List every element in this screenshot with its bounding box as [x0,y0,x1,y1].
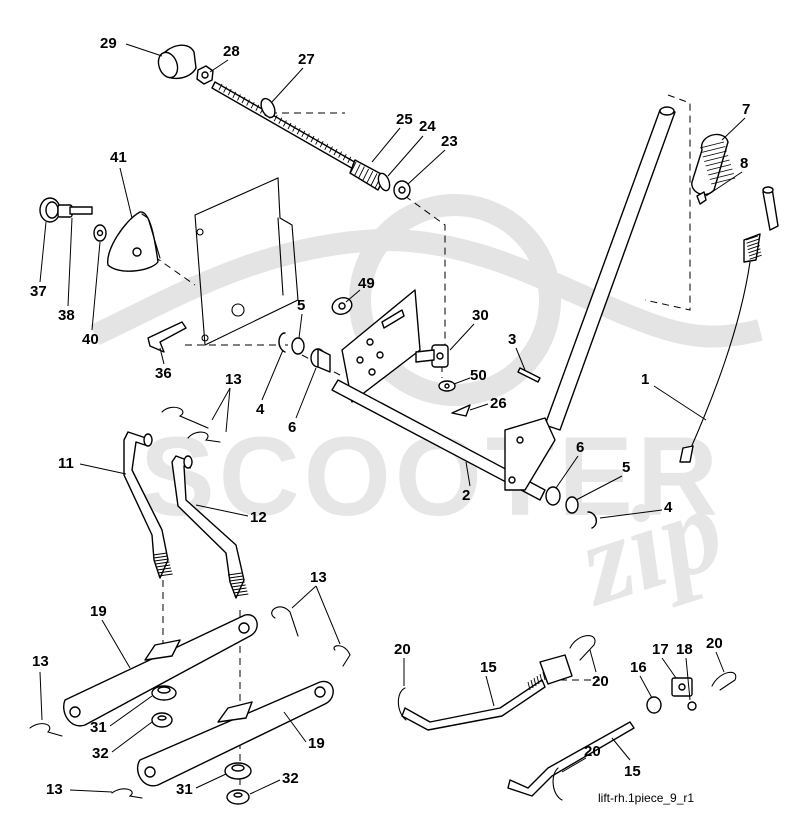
callout-8: 8 [740,155,748,172]
bolt-38 [57,204,93,218]
callout-31-upper: 31 [90,719,107,736]
clip-4-left [278,332,286,353]
spacer-6-right [545,486,561,506]
pin-3 [517,367,541,383]
callout-2: 2 [462,487,470,504]
threaded-rod-27 [211,81,366,175]
callout-25: 25 [396,111,413,128]
clip-4-right [587,511,598,529]
callout-19-lower: 19 [308,735,325,752]
trunnion-30 [415,344,449,368]
callout-19-upper: 19 [90,603,107,620]
callout-15-lower: 15 [624,763,641,780]
callout-23: 23 [441,133,458,150]
callout-20-d: 20 [584,743,601,760]
callout-37: 37 [30,283,47,300]
callout-1: 1 [641,371,649,388]
callout-13-right: 13 [310,569,327,586]
clip-36 [147,321,187,353]
lift-arm-19-lower [136,680,334,787]
callout-6-left: 6 [288,419,296,436]
hairpin-clips-20 [397,635,737,801]
callout-13-left: 13 [32,653,49,670]
callout-7: 7 [742,101,750,118]
callout-40: 40 [82,331,99,348]
lift-link-11 [123,431,169,579]
watermark: SCOOTER zip [90,194,763,631]
callout-15-upper: 15 [480,659,497,676]
lift-link-12 [171,455,245,599]
callout-11: 11 [58,455,74,472]
hairpin-clips-13-arms [29,606,351,799]
callout-24: 24 [419,118,436,135]
lift-arm-19-upper [63,614,258,727]
hex-nut-28 [196,65,214,85]
washer-40 [93,224,107,242]
callout-32-lower: 32 [282,770,299,787]
callout-12: 12 [250,509,267,526]
callout-17: 17 [652,641,669,658]
lift-bracket-plate [341,289,421,403]
knob-cap-37 [39,197,61,223]
washer-5-right [565,496,579,514]
rod-15-lower [507,721,635,797]
callout-32-upper: 32 [92,745,109,762]
lift-shaft-2 [331,379,546,501]
lift-lever [504,106,676,491]
callout-3: 3 [508,331,516,348]
bushing-31-lower [224,762,252,780]
callout-26: 26 [490,395,507,412]
callout-41: 41 [110,149,127,166]
frame-plate [194,177,299,346]
spring-25 [349,159,386,191]
threaded-ends [152,552,249,597]
adjust-knob-29 [157,44,197,79]
callout-4-left: 4 [256,401,265,418]
washer-5-left [291,337,305,355]
washer-50 [438,380,456,392]
callout-13-top: 13 [225,371,242,388]
hairpin-clip-13-top [161,406,221,443]
callout-20-a: 20 [394,641,411,658]
callout-31-lower: 31 [176,781,193,798]
callout-4-right: 4 [664,499,673,516]
callout-49: 49 [358,275,375,292]
bushing-16 [646,696,662,714]
callouts: 29 28 27 25 24 23 41 37 38 40 36 49 5 30… [30,35,750,798]
callout-27: 27 [298,51,315,68]
nut-23 [393,180,411,200]
callout-30: 30 [472,307,489,324]
trunnion-17 [671,677,693,697]
callout-5-left: 5 [297,297,305,314]
diagram-caption: lift-rh.1piece_9_r1 [598,791,694,805]
callout-38: 38 [58,307,75,324]
nut-32-upper [151,712,173,728]
callout-29: 29 [100,35,117,52]
callout-36: 36 [155,365,172,382]
cable-1 [679,186,779,463]
washer-24 [377,172,391,192]
callout-28: 28 [223,43,240,60]
spacer-6-left [310,348,331,373]
callout-20-c: 20 [706,635,723,652]
callout-16: 16 [630,659,647,676]
callout-5-right: 5 [622,459,630,476]
trunnion-block-upper [539,654,573,685]
clip-26 [451,404,471,417]
washer-18 [687,701,697,711]
handle-guide-41 [107,211,161,272]
bushing-31-upper [151,685,177,701]
callout-13-bottom: 13 [46,781,63,798]
callout-18: 18 [676,641,693,658]
grip-7 [691,133,736,196]
callout-20-b: 20 [592,673,609,690]
callout-6-right: 6 [576,439,584,456]
rod-15-upper [401,671,546,731]
insert-8 [696,191,707,205]
callout-50: 50 [470,367,487,384]
nut-32-lower [226,789,250,805]
